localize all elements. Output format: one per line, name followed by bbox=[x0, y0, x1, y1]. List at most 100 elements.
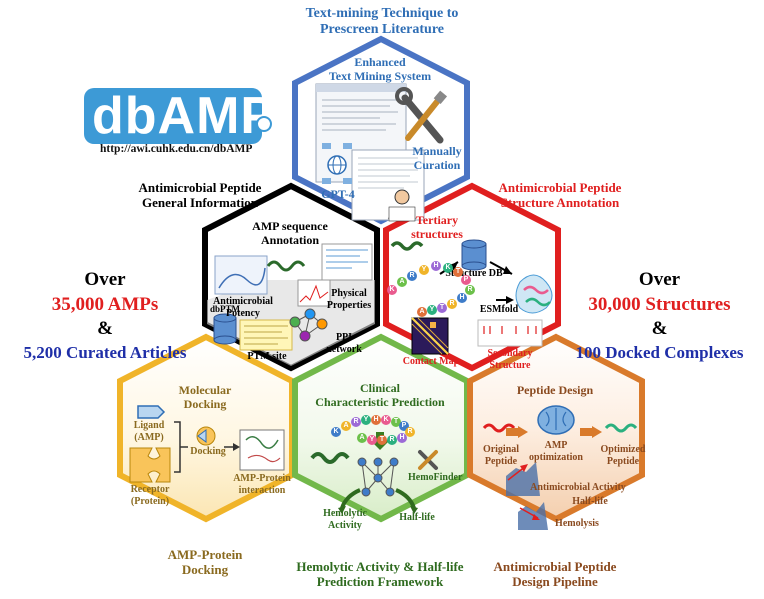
antimicrobial-activity-label: Antimicrobial Activity bbox=[530, 482, 626, 493]
design-caption: Antimicrobial Peptide Design Pipeline bbox=[470, 559, 640, 590]
amp-optimization-label: AMP optimization bbox=[524, 440, 588, 463]
amino-acid-bead: T bbox=[453, 267, 463, 277]
structure-caption: Antimicrobial Peptide Structure Annotati… bbox=[480, 180, 640, 211]
gpt4-label: GPT-4 bbox=[321, 187, 355, 201]
amino-acid-bead: H bbox=[431, 261, 441, 271]
esmfold-label: ESMfold bbox=[479, 304, 519, 315]
clinical-amino-acid-bead: T bbox=[377, 435, 387, 445]
clinical-amino-acid-bead: K bbox=[331, 427, 341, 437]
tertiary-line2: structures bbox=[411, 226, 463, 241]
docking-caption-line1: AMP-Protein bbox=[167, 547, 243, 562]
docking-caption-line2: Docking bbox=[181, 561, 229, 577]
hemolytic-line1: Hemolytic bbox=[323, 508, 367, 519]
text-mining-title-line2: Text Mining System bbox=[328, 68, 432, 83]
amino-acid-bead: R bbox=[465, 285, 475, 295]
amino-acid-bead: A bbox=[417, 307, 427, 317]
clinical-amino-acid-bead: R bbox=[387, 435, 397, 445]
potency-line2: Potency bbox=[226, 307, 260, 319]
left-stats: Over 35,000 AMPs & 5,200 Curated Article… bbox=[0, 268, 210, 364]
manual-curation-line2: Curation bbox=[413, 157, 461, 172]
clinical-amino-acid-bead: H bbox=[397, 433, 407, 443]
amp-sequence-title-line1: AMP sequence bbox=[252, 219, 328, 233]
top-caption-line1: Text-mining Technique to bbox=[305, 6, 459, 21]
ligand-icon bbox=[137, 405, 166, 419]
clinical-caption: Hemolytic Activity & Half-life Predictio… bbox=[280, 559, 480, 590]
tertiary-structures-title: Tertiary structures bbox=[402, 213, 472, 242]
molecular-docking-title: Molecular Docking bbox=[160, 383, 250, 412]
design-illustration bbox=[482, 405, 638, 530]
original-line2: Peptide bbox=[484, 455, 518, 467]
optimization-line1: AMP bbox=[544, 440, 568, 451]
clinical-amino-acid-bead: K bbox=[381, 415, 391, 425]
right-stats: Over 30,000 Structures & 100 Docked Comp… bbox=[555, 268, 764, 364]
right-stats-over: Over bbox=[638, 269, 681, 290]
clinical-amino-acid-bead: A bbox=[357, 433, 367, 443]
tools-icon bbox=[395, 87, 448, 144]
ppi-line2: network bbox=[326, 343, 362, 355]
structure-db-icon bbox=[461, 239, 487, 271]
clinical-title: Clinical Characteristic Prediction bbox=[300, 381, 460, 410]
left-stats-amps: 35,000 AMPs bbox=[51, 293, 159, 315]
text-mining-title-line1: Enhanced bbox=[354, 55, 406, 69]
logo-badge bbox=[84, 88, 262, 144]
dbamp-logo: dbAMP bbox=[84, 87, 277, 154]
ligand-line2: (AMP) bbox=[134, 431, 164, 443]
curator-person-icon bbox=[387, 189, 417, 222]
website-url[interactable]: http://awi.cuhk.edu.cn/dbAMP bbox=[100, 143, 253, 155]
ppi-network-label: PPI network bbox=[324, 332, 364, 355]
left-stats-amp: & bbox=[97, 318, 113, 340]
tertiary-line1: Tertiary bbox=[415, 213, 459, 227]
clinical-amino-acid-bead: Y bbox=[367, 435, 377, 445]
physical-line1: Physical bbox=[331, 288, 367, 299]
ppi-line1: PPI bbox=[335, 332, 353, 343]
general-info-caption-line2: General Information bbox=[142, 194, 258, 210]
ligand-line1: Ligand bbox=[133, 420, 165, 431]
docking-illustration bbox=[129, 405, 285, 483]
manual-curation-line1: Manually bbox=[412, 144, 462, 158]
interaction-line1: AMP-Protein bbox=[233, 473, 291, 484]
right-stats-amp: & bbox=[651, 318, 668, 340]
docking-title-line1: Molecular bbox=[178, 383, 232, 397]
right-stats-complexes: 100 Docked Complexes bbox=[575, 343, 744, 363]
hemolytic-activity-label: Hemolytic Activity bbox=[320, 508, 370, 531]
optimization-line2: optimization bbox=[529, 451, 583, 463]
hemofinder-tool-icon bbox=[418, 450, 438, 470]
structure-caption-line1: Antimicrobial Peptide bbox=[498, 180, 622, 195]
amino-acid-bead: R bbox=[407, 271, 417, 281]
brain-icon bbox=[537, 405, 575, 435]
receptor-label: Receptor (Protein) bbox=[122, 484, 178, 507]
secondary-structure-label: Secondary Structure bbox=[480, 348, 540, 371]
optimized-line1: Optimized bbox=[600, 444, 646, 455]
amino-acid-bead: K bbox=[387, 285, 397, 295]
design-halflife-label: Half-life bbox=[572, 496, 608, 507]
clinical-amino-acid-bead: T bbox=[391, 417, 401, 427]
neural-network-icon bbox=[357, 457, 399, 497]
clinical-amino-acid-bead: P bbox=[399, 421, 409, 431]
structure-db-label: Structure DB bbox=[445, 268, 503, 279]
amino-acid-bead: Y bbox=[427, 305, 437, 315]
amino-acid-bead: R bbox=[447, 299, 457, 309]
design-caption-line2: Design Pipeline bbox=[512, 573, 598, 589]
dbptm-label: dbPTM bbox=[209, 304, 240, 314]
left-stats-over: Over bbox=[84, 269, 126, 290]
text-mining-illustration bbox=[315, 83, 448, 222]
optimized-peptide-label: Optimized Peptide bbox=[598, 444, 648, 467]
right-stats-structures: 30,000 Structures bbox=[588, 293, 731, 315]
manual-curation-label: Manually Curation bbox=[408, 144, 466, 173]
amp-sequence-title-line2: Annotation bbox=[260, 232, 319, 247]
clinical-amino-acid-bead: H bbox=[371, 415, 381, 425]
logo-text: dbAMP bbox=[92, 87, 277, 145]
hemofinder-label: HemoFinder bbox=[408, 472, 463, 483]
ppi-network-icon bbox=[289, 308, 328, 342]
docking-complex-icon bbox=[196, 426, 216, 446]
clinical-caption-line1: Hemolytic Activity & Half-life bbox=[296, 559, 464, 574]
optimized-line2: Peptide bbox=[606, 455, 640, 467]
contact-map-label: Contact Map bbox=[402, 356, 460, 367]
ptm-site-label: PTM site bbox=[247, 351, 287, 362]
clinical-title-line1: Clinical bbox=[359, 381, 400, 395]
ligand-label: Ligand (AMP) bbox=[126, 420, 172, 443]
interaction-label: AMP-Protein interaction bbox=[230, 473, 294, 496]
hemolytic-line2: Activity bbox=[328, 519, 362, 531]
receptor-line1: Receptor bbox=[130, 484, 170, 495]
